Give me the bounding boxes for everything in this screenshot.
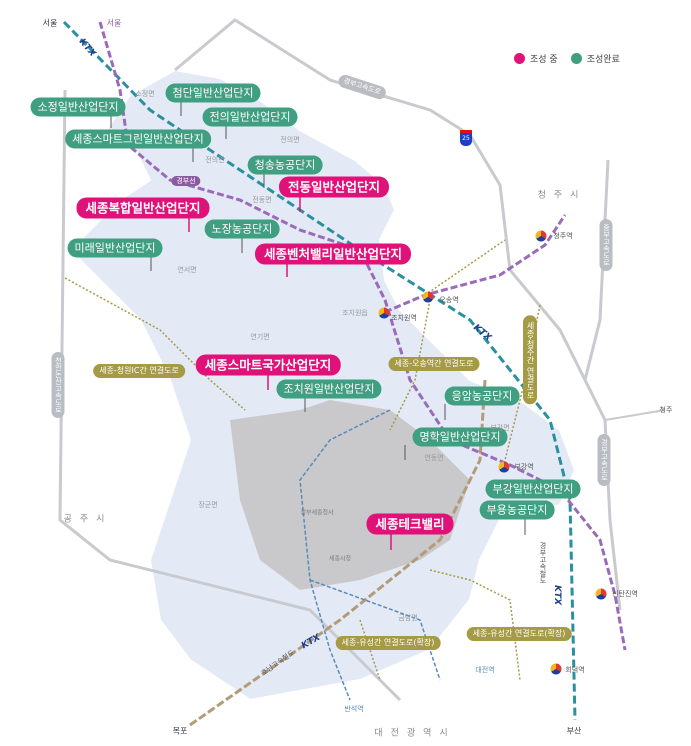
district-label: 연기면 bbox=[250, 333, 270, 341]
connector-road-path bbox=[424, 239, 506, 296]
complex-buyong[interactable]: 부용농공단지 bbox=[479, 500, 555, 520]
station-bugang: 부강역 bbox=[514, 463, 534, 471]
complex-nojang[interactable]: 노장농공단지 bbox=[204, 219, 280, 239]
complex-venture-valley[interactable]: 세종벤처밸리일반산업단지 bbox=[254, 243, 412, 265]
district-label: 소정면 bbox=[135, 90, 155, 98]
city-cheongju-ic: 청주 bbox=[659, 406, 673, 414]
complex-sojeong[interactable]: 소정일반산업단지 bbox=[30, 97, 126, 117]
district-label: 조치원읍 bbox=[342, 309, 368, 317]
brt-line bbox=[299, 409, 391, 701]
district-label: 전의면 bbox=[280, 136, 300, 144]
complex-cheongsong[interactable]: 청송농공단지 bbox=[247, 155, 323, 175]
district-label: 연서면 bbox=[177, 266, 197, 274]
gyeongbu-hsr-label: 경부고속철도 bbox=[539, 542, 547, 584]
highway-jungbu bbox=[583, 159, 610, 381]
station-icon bbox=[498, 461, 510, 473]
station-osong: 오송역 bbox=[439, 296, 459, 304]
station-icon bbox=[595, 588, 607, 600]
complex-jochiwon[interactable]: 조치원일반산업단지 bbox=[276, 379, 382, 399]
station-hoedeok: 회덕역 bbox=[565, 666, 585, 674]
district-label: 부강면 bbox=[490, 424, 510, 432]
highway-label-jungbu: 중부고속도로 bbox=[599, 219, 613, 271]
district-label: 금남면 bbox=[398, 614, 418, 622]
complex-jeonui[interactable]: 전의일반산업단지 bbox=[202, 107, 298, 127]
chungbuk-rail-line bbox=[384, 214, 567, 314]
highway-label-gyeongbu: 경부고속도로 bbox=[597, 434, 611, 486]
ktx-end-seoul: 서울 bbox=[42, 18, 58, 28]
urban-core bbox=[230, 400, 470, 590]
city-cheongju: 청주시 bbox=[537, 190, 587, 201]
complex-sejong-bokhap[interactable]: 세종복합일반산업단지 bbox=[76, 197, 210, 219]
complex-tech-valley[interactable]: 세종테크밸리 bbox=[366, 513, 454, 535]
city-daejeon: 대전광역시 bbox=[374, 728, 456, 739]
complex-cheomdan[interactable]: 첨단일반산업단지 bbox=[165, 83, 261, 103]
station-jochiwon: 조치원역 bbox=[391, 314, 417, 322]
end-busan: 부산 bbox=[566, 726, 582, 736]
city-hall-label: 세종시청 bbox=[328, 555, 352, 563]
station-daejeon: 대전역 bbox=[475, 666, 495, 674]
honam-ktx-line bbox=[189, 379, 487, 727]
road-label-yuseong-2: 세종-유성간 연결도로(확장) bbox=[466, 627, 572, 641]
road-label-yuseong-1: 세종-유성간 연결도로(확장) bbox=[335, 636, 441, 650]
highway-label-cheonan-nonsan: 천안논산고속도로 bbox=[51, 352, 65, 418]
road-label-cheongwon-ic: 세종-청원IC간 연결도로 bbox=[93, 364, 185, 378]
in-progress-dot bbox=[514, 53, 525, 64]
district-label: 전의면 bbox=[205, 156, 225, 164]
road-label-cheongju: 세종-청주간 연결도로 bbox=[523, 315, 537, 405]
gyeongbu-line-tag: 경부선 bbox=[171, 176, 201, 186]
station-icon bbox=[378, 307, 390, 319]
complex-smart-green[interactable]: 세종스마트그린일반산업단지 bbox=[65, 129, 211, 149]
government-complex-label: 정부세종청사 bbox=[300, 509, 334, 517]
legend-completed: 조성완료 bbox=[586, 55, 620, 65]
complex-smart-national[interactable]: 세종스마트국가산업단지 bbox=[195, 354, 341, 376]
brt-line bbox=[309, 579, 441, 681]
legend-in-progress: 조성 중 bbox=[530, 55, 558, 65]
station-banseok: 반석역 bbox=[344, 705, 364, 713]
station-icon bbox=[422, 291, 434, 303]
city-gongju: 공주시 bbox=[63, 514, 113, 525]
map-legend: 조성 중 조성완료 bbox=[514, 52, 620, 65]
ktx-logo: KTX bbox=[552, 584, 562, 606]
rail-end-seoul: 서울 bbox=[106, 18, 122, 28]
station-cheongju: 청주역 bbox=[553, 232, 573, 240]
highway-branch bbox=[604, 409, 666, 421]
district-label: 장군면 bbox=[198, 501, 218, 509]
complex-bugang[interactable]: 부강일반산업단지 bbox=[485, 479, 581, 499]
end-mokpo: 목포 bbox=[172, 726, 188, 736]
completed-pins bbox=[110, 101, 526, 535]
complex-mirae[interactable]: 미래일반산업단지 bbox=[67, 238, 163, 258]
district-label: 전동면 bbox=[252, 196, 272, 204]
gyeongbu-rail-line bbox=[98, 21, 627, 651]
station-icon bbox=[550, 663, 562, 675]
completed-dot bbox=[570, 53, 582, 64]
ktx-line bbox=[62, 20, 577, 721]
connector-road-path bbox=[429, 569, 521, 681]
district-label: 연동면 bbox=[424, 454, 444, 462]
station-icon bbox=[535, 230, 547, 242]
complex-eungam[interactable]: 응암농공단지 bbox=[444, 386, 520, 406]
connector-road-path bbox=[359, 619, 381, 681]
connector-road-path bbox=[389, 299, 431, 431]
road-label-osong: 세종-오송역간 연결도로 bbox=[388, 357, 480, 371]
highway-25-shield-icon: 25 bbox=[460, 130, 472, 146]
complex-myeonghak[interactable]: 명학일반산업단지 bbox=[412, 427, 508, 447]
in-progress-pins bbox=[188, 196, 392, 550]
station-sintanjin: 신탄진역 bbox=[612, 590, 638, 598]
complex-jeondong[interactable]: 전동일반산업단지 bbox=[278, 176, 390, 198]
